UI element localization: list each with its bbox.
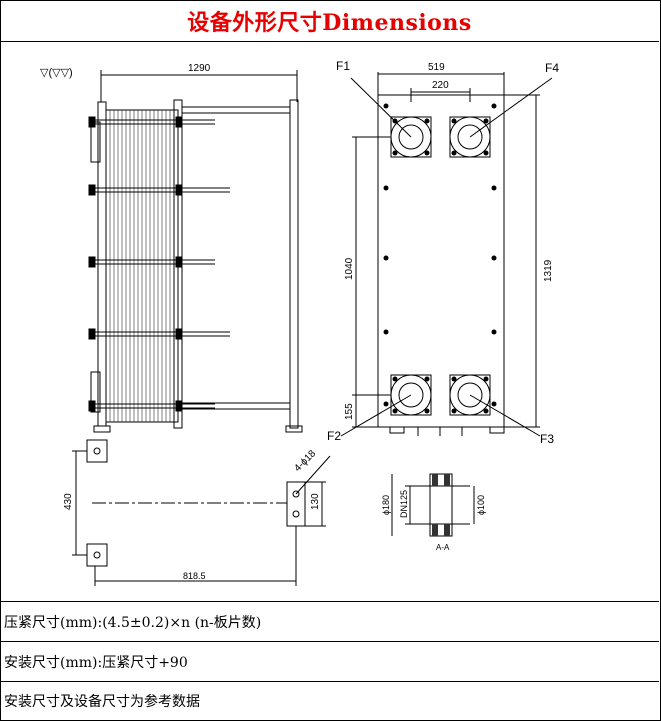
surface-symbol: ▽(▽▽) [40,67,73,79]
dim-height-total: 1319 [543,259,554,282]
port-label-f2: F2 [327,429,341,443]
front-view [340,72,553,437]
dim-height-ports: 1040 [344,257,355,280]
note-reference: 安装尺寸及设备尺寸为参考数据 [0,681,659,719]
page-title: 设备外形尺寸Dimensions [187,9,472,36]
port-label-f4: F4 [545,61,559,75]
dim-width-total: 519 [428,62,445,73]
section-label: A-A [436,543,450,552]
side-view [88,70,303,433]
dim-foot-spacing: 430 [63,493,74,510]
dim-flange-outer: ϕ180 [381,495,391,515]
port-label-f1: F1 [336,59,350,73]
flange-section [391,473,475,537]
dim-port-spacing: 220 [432,80,449,91]
note-compressed-size-text: 压紧尺寸(mm):(4.5±0.2)×n (n-板片数) [4,614,262,631]
dim-foot-height: 130 [310,493,321,510]
note-reference-text: 安装尺寸及设备尺寸为参考数据 [4,693,200,710]
drawing-svg: ▽(▽▽) 1290 519 220 F1 F4 F2 F3 1040 1319… [40,59,559,586]
dim-length-total: 1290 [188,63,211,74]
foot-plan [72,439,331,586]
note-install-size: 安装尺寸(mm):压紧尺寸+90 [0,641,659,681]
dim-foot-length: 818.5 [183,571,206,581]
note-install-size-text: 安装尺寸(mm):压紧尺寸+90 [4,654,188,671]
dim-bottom-offset: 155 [344,403,355,420]
dim-flange-nominal: DN125 [399,490,409,518]
dim-flange-inner: ϕ100 [476,495,486,515]
port-label-f3: F3 [540,432,554,446]
note-compressed-size: 压紧尺寸(mm):(4.5±0.2)×n (n-板片数) [0,601,659,641]
title-row: 设备外形尺寸Dimensions [0,0,659,42]
technical-drawing: ▽(▽▽) 1290 519 220 F1 F4 F2 F3 1040 1319… [0,42,659,602]
dim-bolt-holes: 4-ϕ18 [292,448,318,474]
